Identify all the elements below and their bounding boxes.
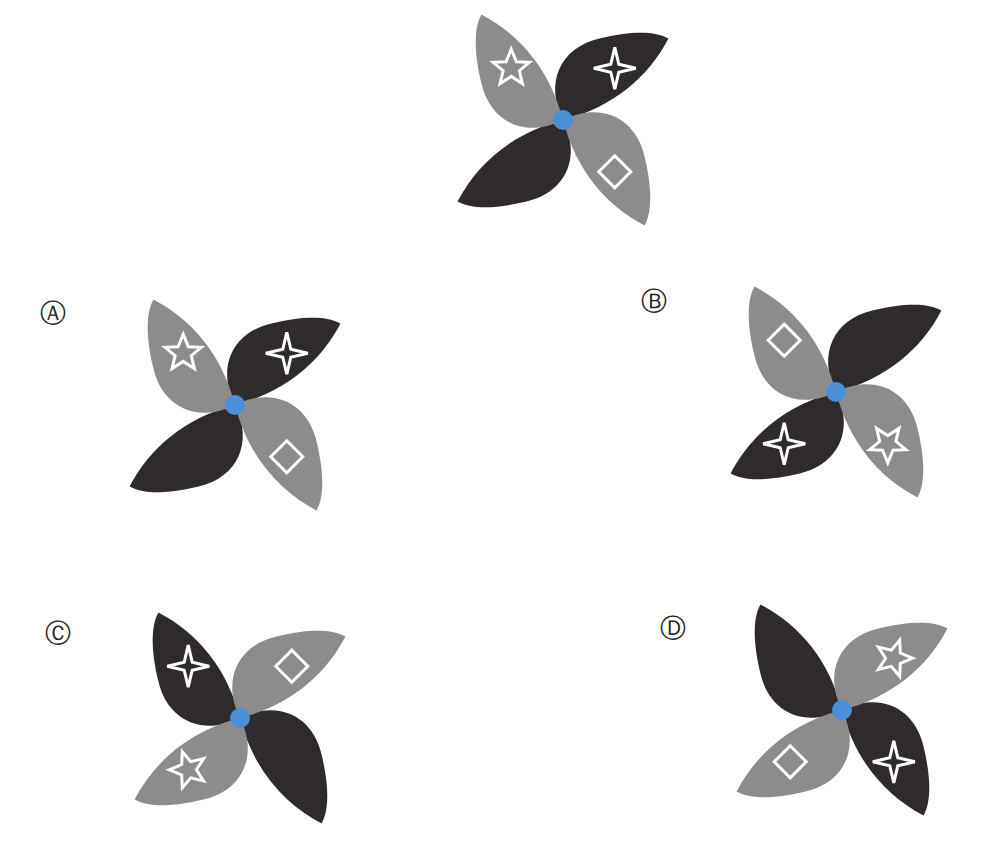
- option-letter: Ⓓ: [660, 615, 686, 641]
- pinwheel-option: [699, 255, 972, 528]
- option-letter: Ⓐ: [40, 300, 66, 326]
- option-letter: Ⓒ: [45, 620, 71, 646]
- option-letter: Ⓑ: [641, 288, 667, 314]
- pinwheel-option: [705, 573, 978, 846]
- pinwheel-question: [426, 0, 699, 257]
- pinwheel-option: [98, 268, 371, 541]
- pinwheel-option: [103, 581, 376, 851]
